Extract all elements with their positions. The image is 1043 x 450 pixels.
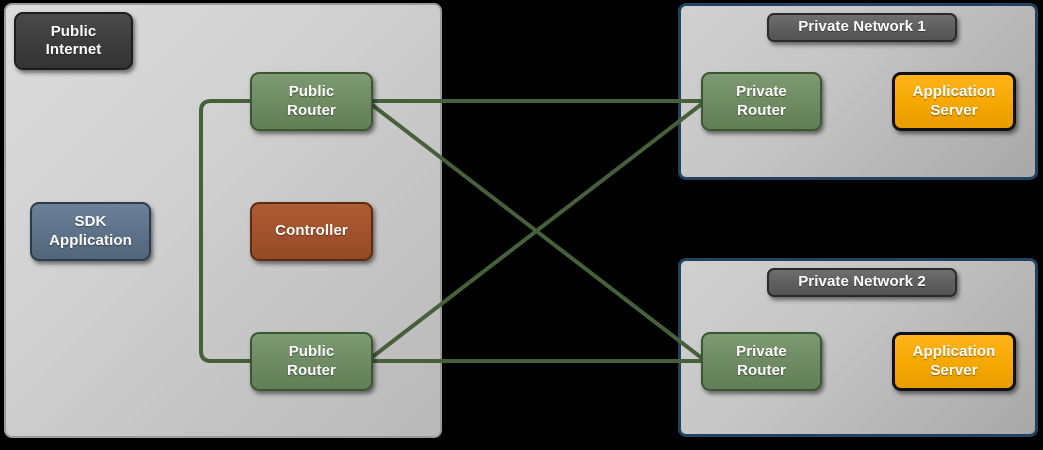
- application-server-2-node[interactable]: Application Server: [892, 332, 1016, 391]
- private-router-2-node[interactable]: Private Router: [701, 332, 822, 391]
- public-router-1-node[interactable]: Public Router: [250, 72, 373, 131]
- application-server-1-node[interactable]: Application Server: [892, 72, 1016, 131]
- private-network-2-title: Private Network 2: [767, 268, 957, 297]
- private-network-1-title: Private Network 1: [767, 13, 957, 42]
- private-router-1-node[interactable]: Private Router: [701, 72, 822, 131]
- sdk-application-node[interactable]: SDK Application: [30, 202, 151, 261]
- controller-node[interactable]: Controller: [250, 202, 373, 261]
- public-internet-label-box: Public Internet: [14, 12, 133, 70]
- public-router-2-node[interactable]: Public Router: [250, 332, 373, 391]
